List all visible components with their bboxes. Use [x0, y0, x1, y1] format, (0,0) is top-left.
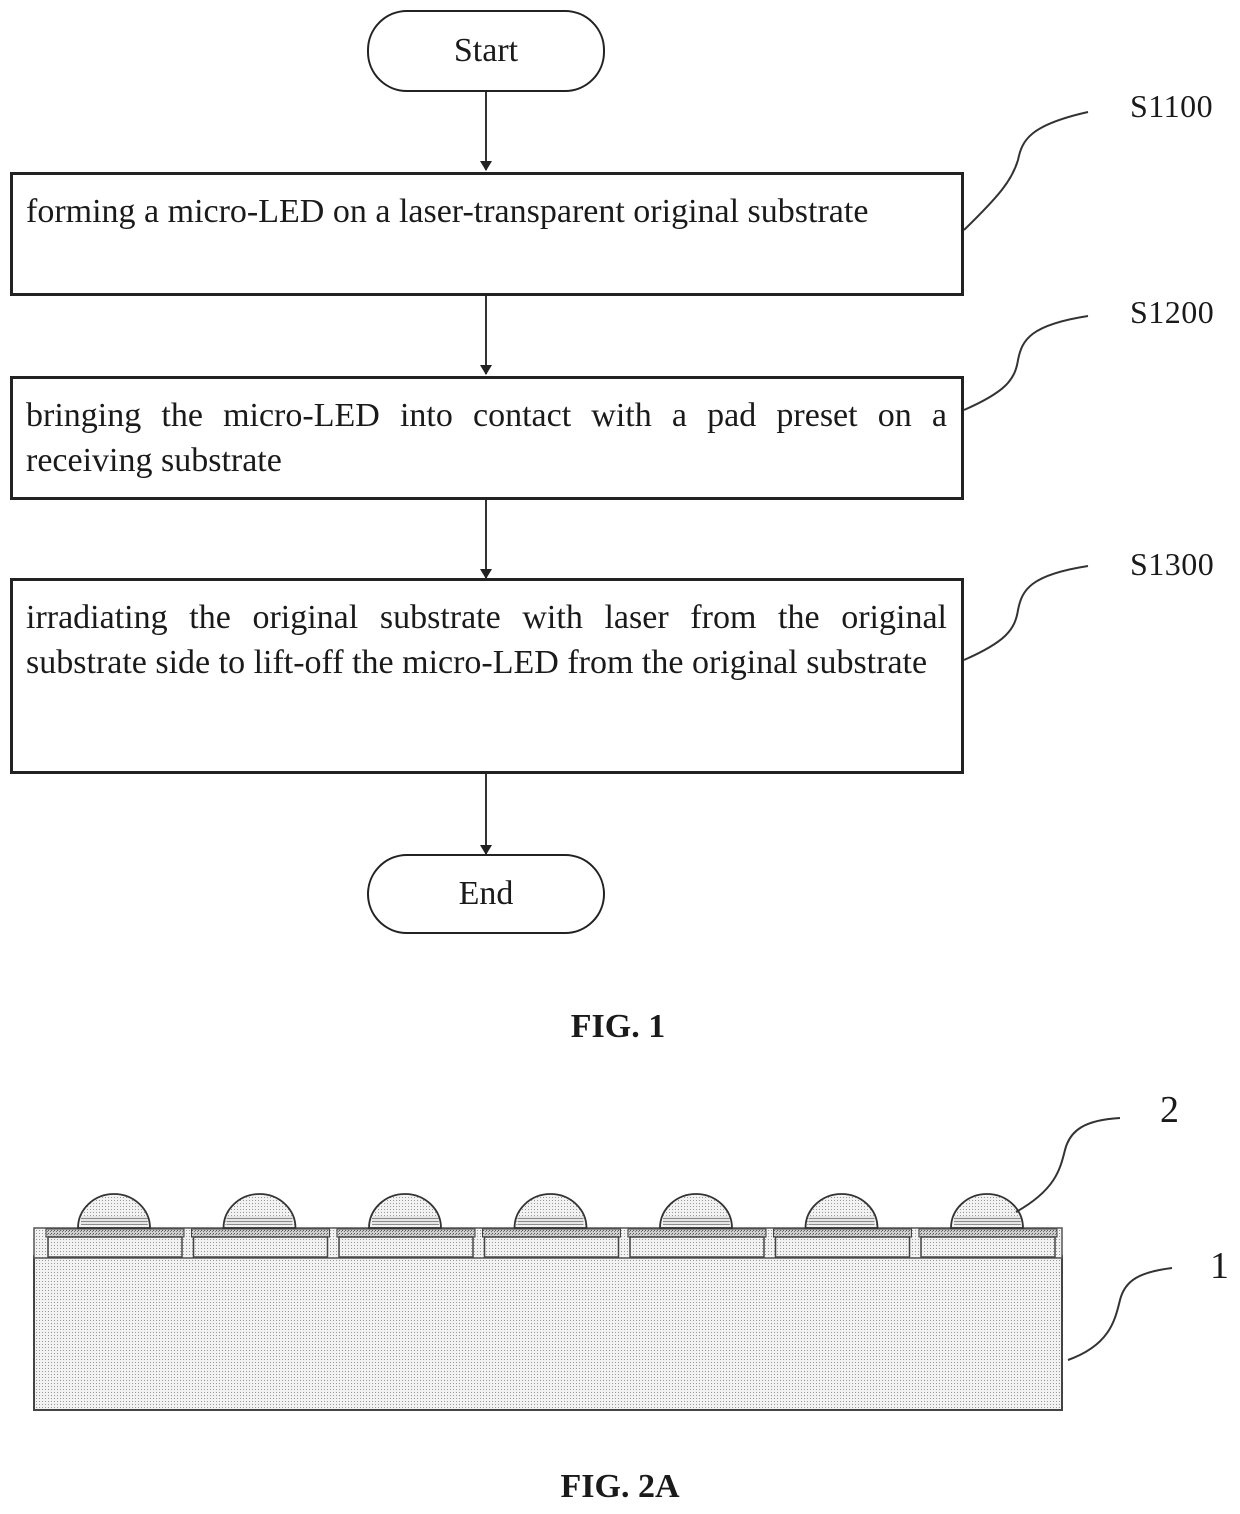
- original-substrate: [34, 1256, 1062, 1410]
- contact-layer: [919, 1229, 1057, 1237]
- fig2a-caption: FIG. 2A: [420, 1468, 820, 1506]
- step-text-s1300: irradiating the original substrate with …: [26, 595, 947, 685]
- leader-s1300: [964, 566, 1088, 660]
- step-box-s1300: irradiating the original substrate with …: [10, 578, 964, 774]
- micro-led-body: [194, 1237, 328, 1257]
- pad-layer: [34, 1228, 1062, 1258]
- micro-led-body: [485, 1237, 619, 1257]
- start-terminal: Start: [367, 10, 605, 92]
- leader-s1100: [964, 112, 1088, 230]
- fig1-caption: FIG. 1: [418, 1008, 818, 1046]
- ref-label-micro-led: 2: [1160, 1088, 1179, 1132]
- contact-layer: [192, 1229, 330, 1237]
- contact-layer: [483, 1229, 621, 1237]
- micro-led-domes: [78, 1194, 1023, 1228]
- step-text-s1100: forming a micro-LED on a laser-transpare…: [26, 189, 947, 234]
- contact-layer: [774, 1229, 912, 1237]
- contact-layer: [46, 1229, 184, 1237]
- contact-layer: [628, 1229, 766, 1237]
- micro-led-body: [339, 1237, 473, 1257]
- dome-layer-band: [663, 1216, 729, 1225]
- step-box-s1100: forming a micro-LED on a laser-transpare…: [10, 172, 964, 296]
- dome-layer-band: [518, 1216, 584, 1225]
- micro-led-body: [776, 1237, 910, 1257]
- dome-layer-band: [372, 1216, 438, 1225]
- leader-s1200: [964, 316, 1088, 410]
- dome-layer-band: [809, 1216, 875, 1225]
- step-label-s1300: S1300: [1130, 546, 1214, 583]
- dome-layer-band: [227, 1216, 293, 1225]
- step-box-s1200: bringing the micro-LED into contact with…: [10, 376, 964, 500]
- dome-layer-band: [81, 1216, 147, 1225]
- dome-layer-band: [954, 1216, 1020, 1225]
- leader-ref-1: [1068, 1268, 1172, 1360]
- ref-label-substrate: 1: [1210, 1244, 1229, 1288]
- contact-layer: [337, 1229, 475, 1237]
- micro-led-body: [48, 1237, 182, 1257]
- step-label-s1200: S1200: [1130, 294, 1214, 331]
- end-terminal: End: [367, 854, 605, 934]
- micro-led-body: [630, 1237, 764, 1257]
- leader-ref-2: [1016, 1118, 1120, 1212]
- cross-section: [34, 1118, 1172, 1410]
- step-label-s1100: S1100: [1130, 88, 1213, 125]
- micro-led-body: [921, 1237, 1055, 1257]
- step-text-s1200: bringing the micro-LED into contact with…: [26, 393, 947, 483]
- label-leaders: [964, 112, 1088, 660]
